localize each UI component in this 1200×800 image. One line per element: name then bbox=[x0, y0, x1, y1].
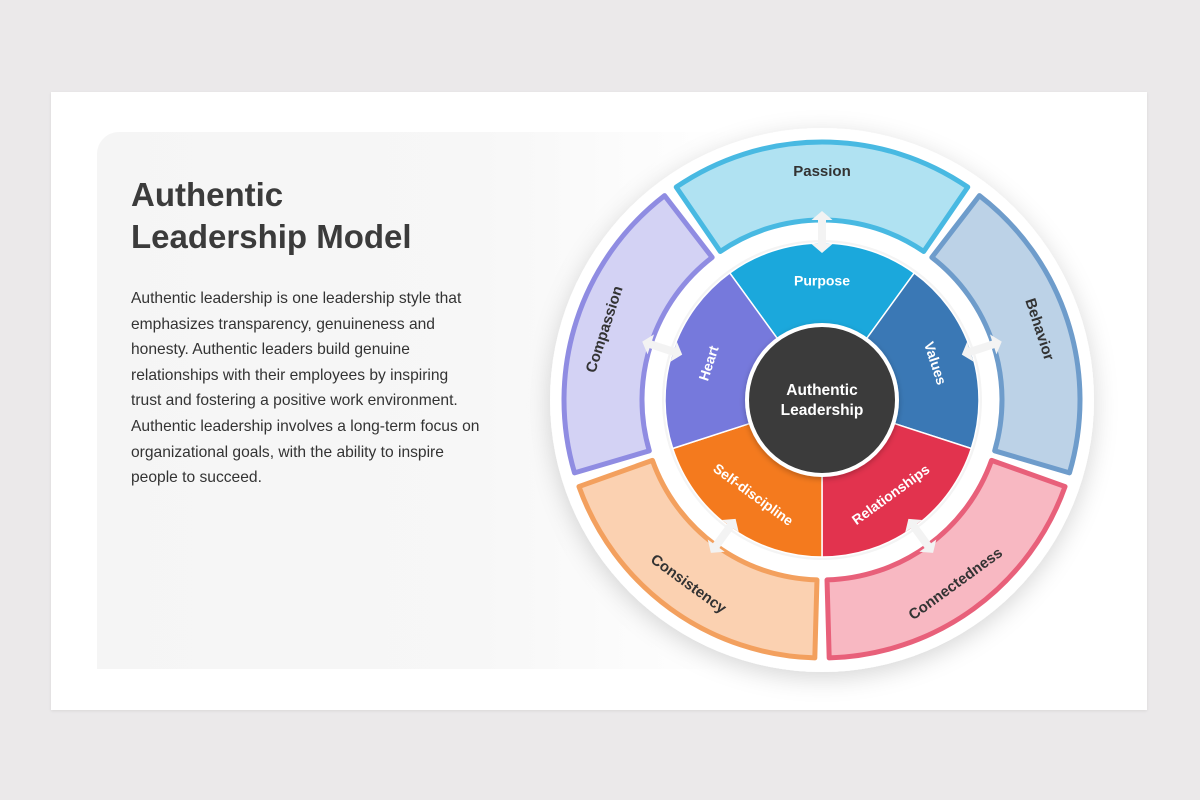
inner-segment-1: Purpose bbox=[728, 242, 916, 341]
outer-segment-shape bbox=[561, 193, 715, 476]
center-hub-label-line2: Leadership bbox=[781, 402, 864, 419]
center-hub bbox=[745, 323, 899, 477]
outer-segment-shape bbox=[824, 457, 1068, 661]
center-hub-label-line1: Authentic bbox=[786, 382, 858, 399]
outer-segment-2: Behavior bbox=[929, 193, 1083, 476]
inner-segment-label: Purpose bbox=[794, 273, 850, 289]
double-arrow-icon bbox=[642, 334, 683, 362]
inner-segment-2: Values bbox=[865, 271, 980, 450]
slide-title: Authentic Leadership Model bbox=[131, 176, 412, 255]
double-arrow-icon bbox=[961, 334, 1002, 362]
double-arrow-icon bbox=[811, 211, 833, 253]
outer-segment-4: Consistency bbox=[576, 457, 820, 661]
outer-segment-1: Passion bbox=[673, 139, 971, 254]
outer-segment-label: Passion bbox=[793, 163, 851, 180]
double-arrow-icon bbox=[707, 518, 739, 553]
outer-segment-5: Compassion bbox=[561, 193, 715, 476]
outer-segment-shape bbox=[929, 193, 1083, 476]
outer-segment-shape bbox=[673, 139, 971, 254]
outer-segment-shape bbox=[576, 457, 820, 661]
double-arrow-icon bbox=[905, 518, 937, 553]
slide-description: Authentic leadership is one leadership s… bbox=[131, 290, 480, 487]
inner-segment-3: Relationships bbox=[821, 422, 973, 558]
